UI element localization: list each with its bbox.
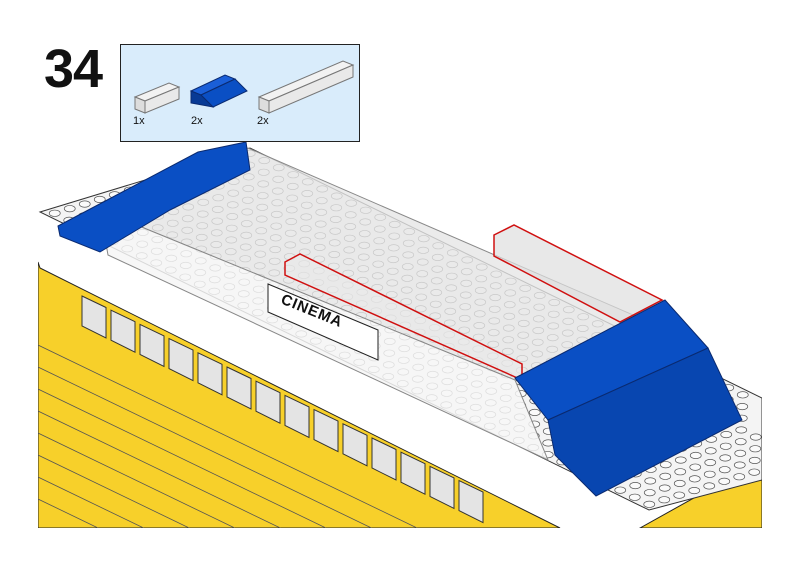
stud — [719, 442, 732, 450]
brick-seam — [38, 366, 372, 528]
cinema-sign — [267, 283, 379, 361]
stud — [748, 468, 761, 476]
stud — [528, 408, 541, 417]
brick-seam — [38, 388, 327, 528]
stud — [643, 489, 656, 497]
stud — [718, 477, 731, 485]
brick-seam — [38, 476, 144, 528]
stud — [629, 481, 642, 490]
blue-slope-right-bottom — [547, 347, 743, 497]
parts-callout: 1x 2x 2x — [120, 44, 360, 142]
stud — [93, 195, 106, 204]
window — [400, 451, 426, 496]
stud — [673, 479, 686, 488]
stud — [659, 461, 672, 469]
stud — [733, 473, 746, 481]
window-row — [81, 295, 484, 524]
stud — [703, 482, 716, 490]
stud — [736, 402, 749, 411]
window — [139, 323, 165, 368]
brick-seam — [38, 498, 99, 528]
window — [371, 437, 397, 481]
stud — [643, 500, 656, 508]
part-quantity: 2x — [257, 115, 269, 127]
stud — [689, 451, 702, 460]
white-brick-1x4-icon — [133, 82, 181, 114]
wall-brick-lines — [38, 344, 418, 528]
stud — [733, 461, 746, 469]
white-brick-1x10-icon — [257, 60, 355, 114]
window — [255, 380, 281, 425]
stud — [689, 463, 702, 471]
highlight-brick-1 — [284, 253, 523, 382]
stud — [628, 493, 641, 501]
stud — [734, 449, 747, 457]
stud — [719, 454, 732, 462]
stud — [704, 447, 717, 455]
blue-slope-2x4-icon — [189, 74, 248, 108]
stud — [674, 468, 687, 476]
highlight-brick-2 — [493, 224, 664, 323]
stud — [718, 466, 731, 474]
window — [110, 309, 136, 354]
stud — [658, 496, 671, 504]
stud — [720, 430, 733, 439]
window — [81, 295, 107, 339]
brick-seam — [38, 432, 235, 528]
part-quantity: 2x — [191, 115, 203, 127]
stud — [749, 433, 762, 441]
stud — [673, 491, 686, 499]
brick-seam — [38, 454, 190, 528]
step-number: 34 — [44, 39, 103, 99]
stud — [614, 486, 627, 494]
yellow-wall — [38, 261, 561, 528]
blue-slope-left — [57, 141, 251, 253]
stud — [63, 205, 76, 213]
stud — [78, 200, 91, 208]
part-quantity: 1x — [133, 115, 145, 127]
window — [458, 479, 484, 524]
stud — [688, 486, 701, 495]
stud — [734, 438, 747, 446]
window — [197, 352, 223, 396]
stud — [736, 391, 749, 399]
window — [168, 337, 194, 382]
window — [313, 408, 339, 453]
stud — [688, 475, 701, 483]
window — [342, 423, 368, 467]
stud — [703, 470, 716, 478]
stud — [48, 209, 61, 217]
window — [284, 394, 310, 439]
stud — [748, 456, 761, 465]
stud — [749, 445, 762, 453]
stud — [704, 458, 717, 467]
stud — [674, 456, 687, 464]
brick-seam — [38, 344, 418, 528]
window — [226, 366, 252, 410]
brick-seam — [38, 410, 281, 528]
stud — [644, 477, 657, 485]
stud — [659, 472, 672, 480]
stud — [658, 484, 671, 492]
stud — [735, 426, 748, 434]
window — [429, 465, 455, 510]
